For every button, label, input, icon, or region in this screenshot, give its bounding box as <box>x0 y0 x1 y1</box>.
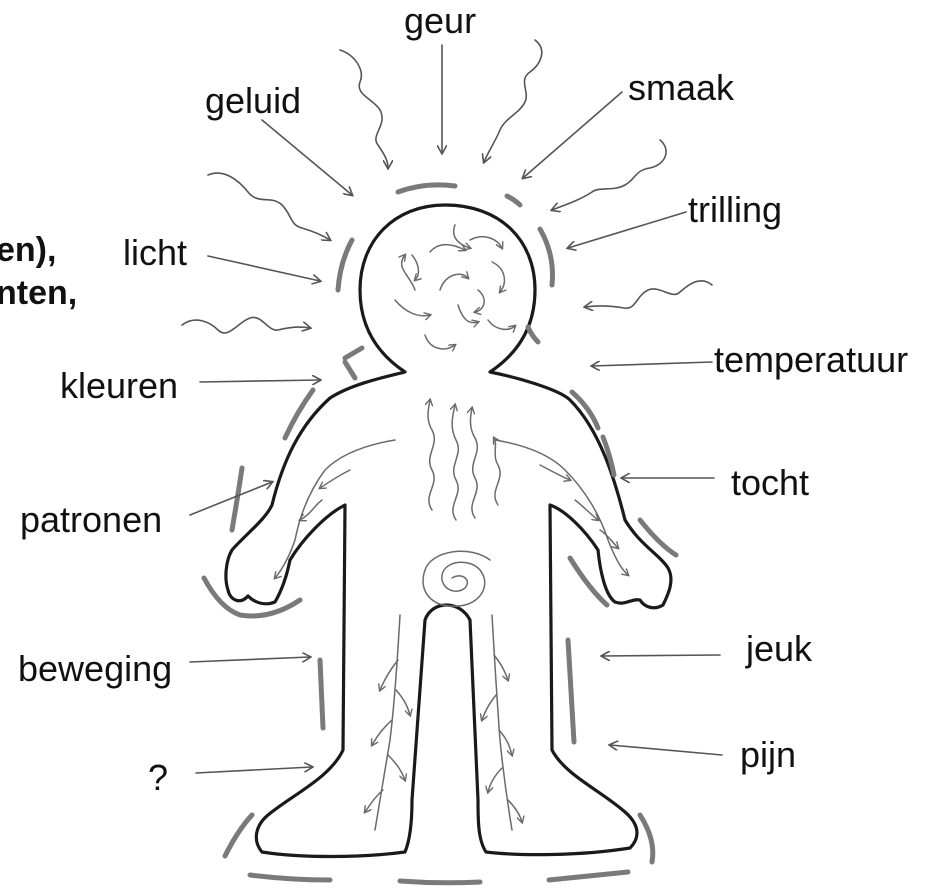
label-geluid: geluid <box>205 80 301 121</box>
label-temperatuur: temperatuur <box>714 339 908 380</box>
label-kleuren: kleuren <box>60 365 178 406</box>
cut-text-line1: en), <box>0 231 56 269</box>
label-beweging: beweging <box>18 648 172 689</box>
label-jeuk: jeuk <box>745 628 813 669</box>
cut-text-line2: nten, <box>0 274 77 312</box>
label-smaak: smaak <box>628 67 735 108</box>
label-patronen: patronen <box>20 499 162 540</box>
label-trilling: trilling <box>688 189 782 230</box>
label-geur: geur <box>404 0 476 41</box>
label-unknown: ? <box>148 757 168 798</box>
label-pijn: pijn <box>740 734 796 775</box>
label-tocht: tocht <box>731 462 809 503</box>
label-licht: licht <box>123 232 187 273</box>
